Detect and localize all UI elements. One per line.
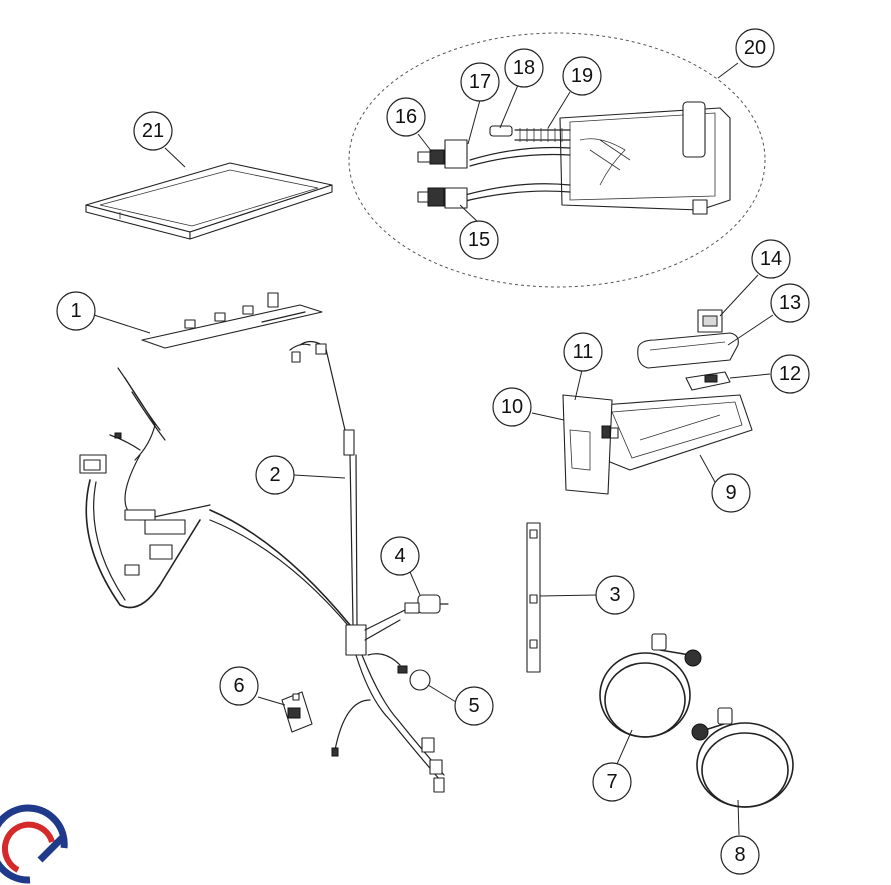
corrugated-hose bbox=[514, 128, 571, 142]
part-3-strip-bracket bbox=[526, 522, 541, 673]
svg-text:14: 14 bbox=[760, 248, 782, 270]
part-10-drawer-front bbox=[562, 394, 613, 495]
part-20-inlet-valve-assembly bbox=[348, 32, 766, 288]
callout-4: 4 bbox=[380, 536, 420, 576]
callout-6: 6 bbox=[219, 666, 259, 706]
svg-text:10: 10 bbox=[501, 396, 523, 418]
leader-lines bbox=[93, 62, 774, 836]
callout-12: 12 bbox=[770, 354, 810, 394]
callout-2: 2 bbox=[255, 455, 295, 495]
svg-text:18: 18 bbox=[513, 57, 535, 79]
callout-13: 13 bbox=[770, 283, 810, 323]
callout-3: 3 bbox=[595, 575, 635, 615]
callout-14: 14 bbox=[751, 239, 791, 279]
svg-text:1: 1 bbox=[70, 300, 81, 322]
callout-19: 19 bbox=[562, 56, 602, 96]
callout-1: 1 bbox=[56, 291, 96, 331]
part-13-softener-cup bbox=[637, 332, 739, 369]
svg-text:8: 8 bbox=[734, 844, 745, 866]
part-8-hose bbox=[691, 707, 794, 808]
svg-text:19: 19 bbox=[571, 65, 593, 87]
svg-text:11: 11 bbox=[573, 341, 594, 363]
part-21-top-panel bbox=[85, 162, 333, 240]
svg-text:5: 5 bbox=[468, 695, 479, 717]
part-7-inlet-hose bbox=[599, 633, 702, 738]
svg-text:15: 15 bbox=[468, 229, 490, 251]
callout-15: 15 bbox=[459, 220, 499, 260]
callout-16: 16 bbox=[386, 97, 426, 137]
callout-10: 10 bbox=[492, 387, 532, 427]
part-9-detergent-drawer bbox=[599, 394, 753, 471]
callout-18: 18 bbox=[504, 48, 544, 88]
svg-text:2: 2 bbox=[269, 464, 280, 486]
callout-9: 9 bbox=[711, 473, 751, 513]
svg-text:3: 3 bbox=[609, 584, 620, 606]
callout-17: 17 bbox=[460, 62, 500, 102]
part-12-siphon-cap bbox=[685, 371, 731, 391]
svg-text:7: 7 bbox=[606, 771, 617, 793]
callout-21: 21 bbox=[133, 111, 173, 151]
callout-7: 7 bbox=[592, 762, 632, 802]
callout-8: 8 bbox=[720, 835, 760, 875]
svg-text:6: 6 bbox=[233, 675, 244, 697]
part-6-door-switch bbox=[281, 691, 313, 733]
main-wire-harness bbox=[79, 367, 353, 631]
part-1-control-bracket bbox=[141, 292, 323, 349]
part-2-wire-harness bbox=[289, 340, 445, 793]
svg-text:17: 17 bbox=[469, 71, 491, 93]
svg-text:16: 16 bbox=[395, 106, 417, 128]
svg-text:21: 21 bbox=[142, 120, 164, 142]
svg-text:20: 20 bbox=[744, 37, 766, 59]
svg-text:12: 12 bbox=[779, 363, 801, 385]
part-14-siphon bbox=[697, 309, 723, 333]
svg-text:9: 9 bbox=[725, 482, 736, 504]
part-5-round-sensor bbox=[397, 665, 431, 691]
callout-20: 20 bbox=[735, 28, 775, 68]
callout-5: 5 bbox=[454, 686, 494, 726]
svg-text:4: 4 bbox=[394, 545, 405, 567]
callout-11: 11 bbox=[563, 332, 603, 372]
brand-swirl-logo bbox=[0, 804, 68, 884]
part-4-sensor bbox=[404, 594, 449, 614]
svg-text:13: 13 bbox=[779, 292, 801, 314]
